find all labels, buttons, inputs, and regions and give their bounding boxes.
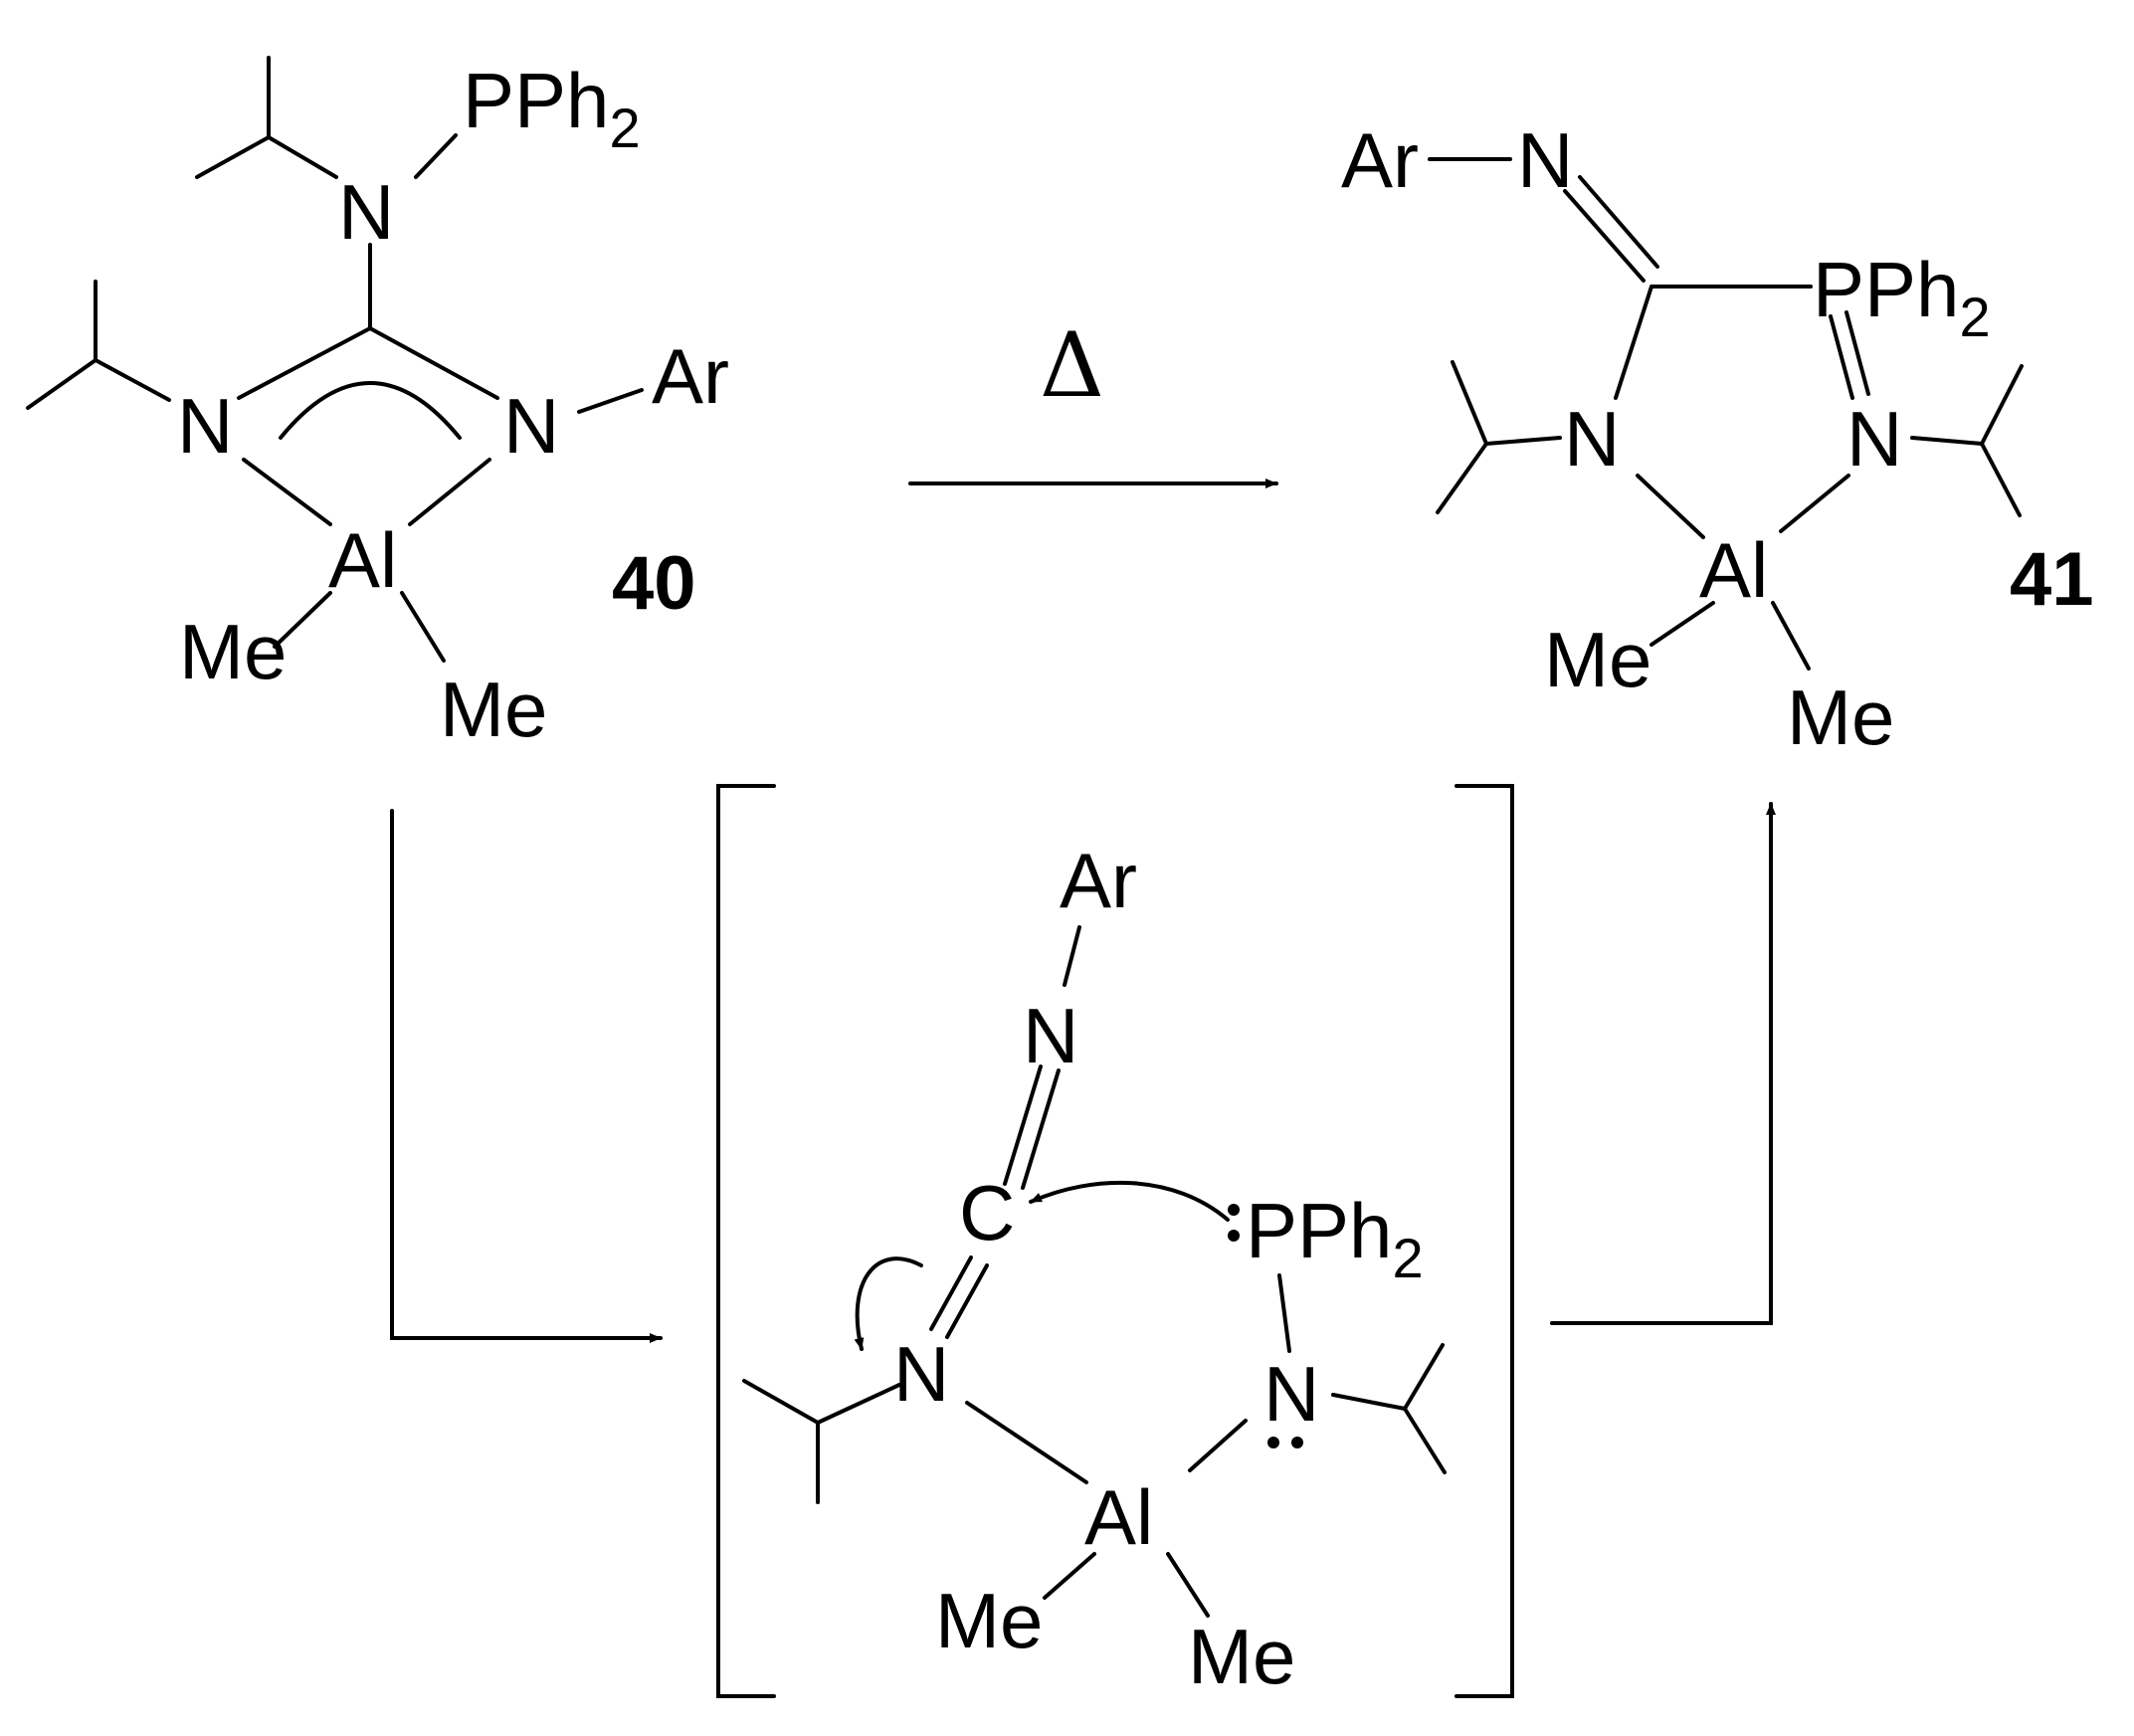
aluminium-label: Al — [1084, 1473, 1153, 1561]
imine-nitrogen-label: N — [1517, 116, 1573, 204]
methyl-right-label: Me — [1787, 674, 1894, 761]
right-bracket — [1455, 784, 1514, 1698]
heat-symbol: Δ — [1040, 313, 1104, 418]
aluminium-label: Al — [328, 516, 397, 604]
compound-41-structure — [1428, 157, 2024, 671]
methyl-left-label: Me — [1544, 616, 1651, 703]
intermediate-structure — [742, 925, 1447, 1618]
compound-41-number: 41 — [2010, 537, 2094, 622]
ring-nitrogen-left-label: N — [177, 382, 233, 470]
left-bracket — [716, 784, 776, 1698]
amino-nitrogen-label: N — [338, 168, 394, 256]
phosphorus-lone-pair-lower — [1228, 1230, 1240, 1242]
methyl-left-label: Me — [179, 608, 287, 695]
aryl-label: Ar — [652, 332, 729, 420]
aryl-label: Ar — [1341, 116, 1419, 204]
methyl-right-label: Me — [1188, 1613, 1295, 1700]
aryl-label: Ar — [1060, 837, 1137, 924]
compound-40-number: 40 — [612, 541, 696, 626]
pph2-label: PPh2 — [463, 57, 641, 159]
amide-nitrogen-left-label: N — [893, 1330, 949, 1418]
carbodiimide-carbon-label: C — [959, 1169, 1015, 1256]
phosphorus-lone-pair-upper — [1228, 1204, 1240, 1216]
pathway-arrow-to-product — [1550, 802, 1776, 1325]
compound-40-structure — [26, 56, 644, 663]
nitrogen-lone-pair-left — [1267, 1437, 1279, 1448]
pph2-label: PPh2 — [1246, 1187, 1424, 1289]
methyl-left-label: Me — [935, 1577, 1043, 1664]
ring-nitrogen-right-label: N — [503, 382, 559, 470]
methyl-right-label: Me — [440, 666, 547, 753]
nitrogen-lone-pair-right — [1291, 1437, 1303, 1448]
aluminium-label: Al — [1699, 526, 1768, 614]
carbodiimide-nitrogen-label: N — [1023, 992, 1078, 1079]
pph2-label: PPh2 — [1813, 246, 1991, 348]
ring-nitrogen-right-label: N — [1846, 395, 1902, 482]
ring-nitrogen-left-label: N — [1564, 395, 1620, 482]
amide-nitrogen-right-label: N — [1263, 1350, 1319, 1438]
pathway-arrow-to-intermediate — [390, 809, 663, 1343]
